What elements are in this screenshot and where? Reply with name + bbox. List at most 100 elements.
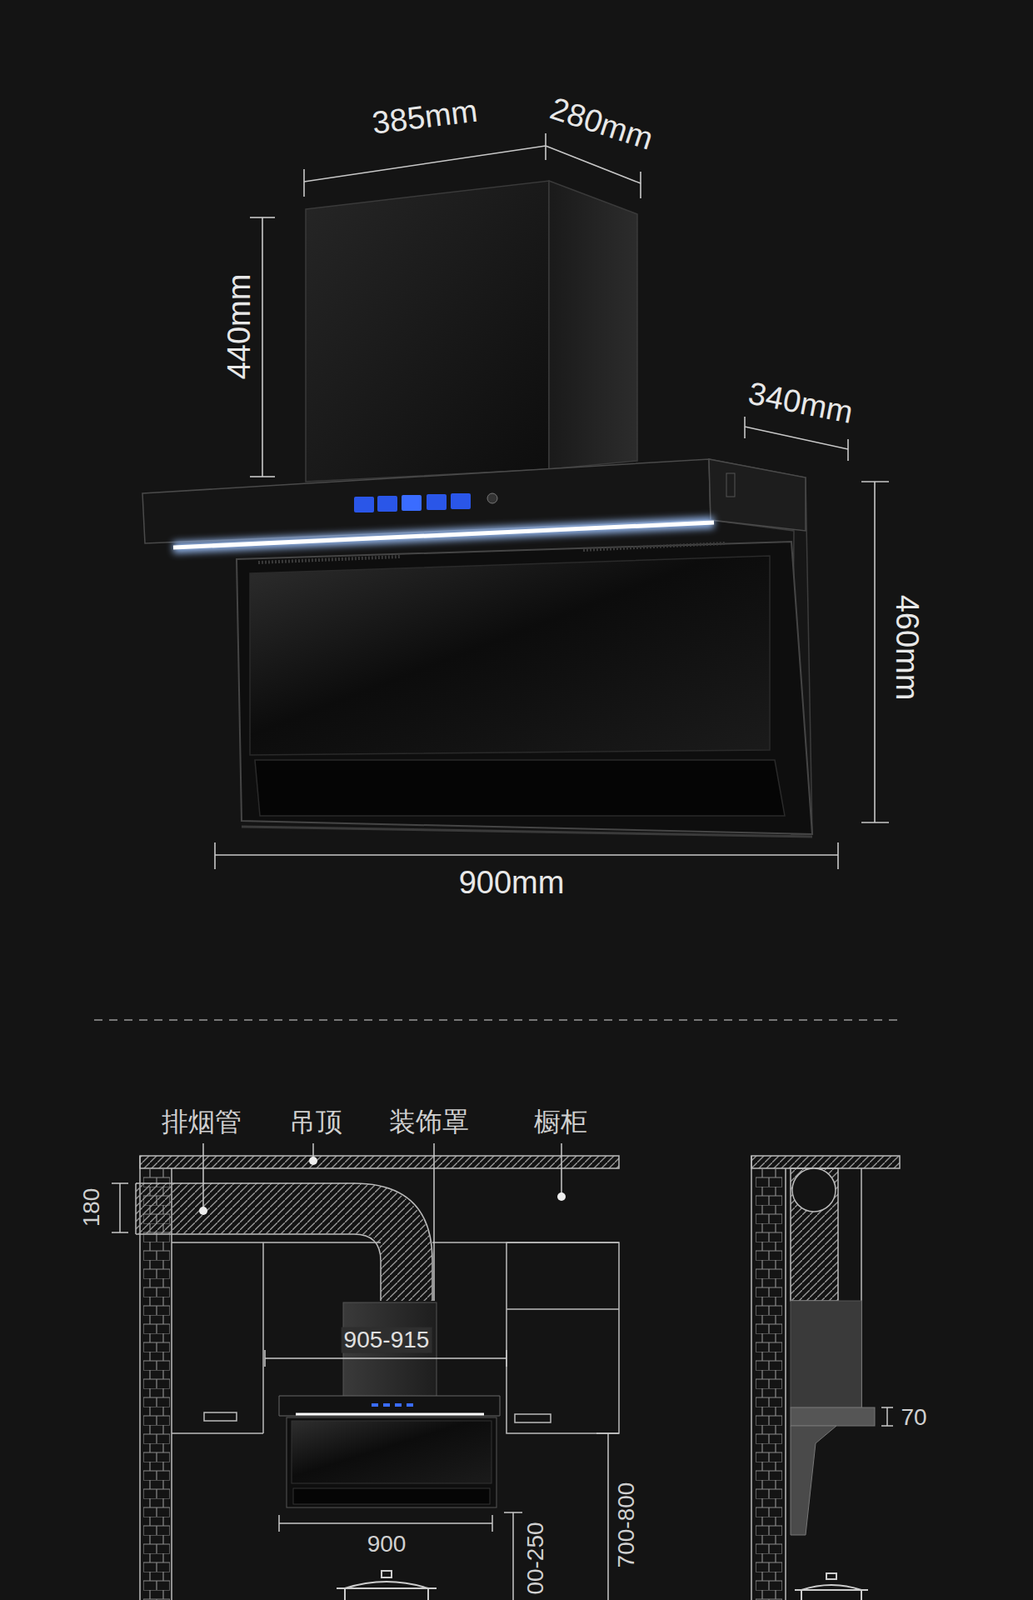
- control-bar-side: [708, 459, 806, 531]
- touch-button: [401, 494, 422, 511]
- dimension-line: [279, 1522, 493, 1524]
- leader-dot: [557, 1192, 566, 1201]
- dimension-line: [261, 217, 264, 477]
- dimension-tick: [111, 1231, 129, 1233]
- pot-body: [344, 1581, 429, 1600]
- part-label: 排烟管: [161, 1107, 242, 1137]
- chimney-front: [305, 180, 549, 482]
- part-label: 橱柜: [533, 1107, 588, 1137]
- leader-dot: [309, 1156, 318, 1165]
- hood-top-side: [790, 1407, 875, 1426]
- small-button: [394, 1402, 402, 1407]
- dimension-tick: [214, 842, 216, 869]
- dimension-tick: [861, 821, 889, 824]
- touch-button: [450, 493, 471, 510]
- hood-body: [236, 541, 813, 834]
- air-intake: [254, 759, 785, 816]
- small-button: [406, 1402, 414, 1407]
- dimension-tick: [491, 1514, 494, 1532]
- touch-buttons: [354, 493, 498, 513]
- dimension-70: [881, 1407, 894, 1426]
- small-button: [383, 1402, 390, 1407]
- cabinet-edge: [262, 1242, 265, 1433]
- hood-main: [142, 180, 813, 837]
- dimension-tick: [249, 475, 275, 478]
- cabinets: [171, 1242, 619, 1433]
- pot: [794, 1572, 869, 1600]
- dimension-line: [512, 1512, 515, 1600]
- dimension-tick: [639, 171, 642, 199]
- pot: [336, 1570, 437, 1600]
- dimension-tick: [249, 216, 275, 219]
- small-intake: [293, 1487, 490, 1504]
- touch-button: [426, 494, 447, 510]
- duct-side: [790, 1167, 839, 1301]
- dimension-tick: [881, 1406, 894, 1408]
- pot-knob: [826, 1572, 837, 1579]
- dimension-tick: [505, 1349, 508, 1367]
- small-control-bar: [279, 1395, 500, 1416]
- leader-line: [433, 1142, 435, 1301]
- dimension-label: 180: [79, 1187, 105, 1228]
- dimension-lines: [214, 133, 889, 869]
- touch-button: [354, 496, 375, 513]
- decor-cover-side: [790, 1300, 862, 1408]
- chimney-side: [548, 180, 638, 470]
- dimension-line: [886, 1407, 889, 1426]
- dimension-label: 700-800: [613, 1482, 640, 1568]
- separator: [94, 1018, 904, 1021]
- part-label: 装饰罩: [389, 1107, 470, 1137]
- cabinet-handle: [204, 1412, 237, 1421]
- cabinet-bottom: [171, 1432, 264, 1434]
- leader-line: [202, 1142, 205, 1211]
- installation-side: [751, 1155, 900, 1600]
- dimension-label: 385mm: [370, 94, 480, 142]
- dimension-tick: [504, 1511, 523, 1513]
- wall-edge: [750, 1155, 753, 1600]
- dimension-line: [873, 481, 876, 823]
- small-button: [371, 1402, 379, 1407]
- dimension-line: [214, 853, 839, 856]
- small-light-strip: [295, 1412, 485, 1416]
- light-glow: [173, 522, 714, 548]
- small-hood-body: [286, 1417, 497, 1508]
- dimension-tick: [264, 1349, 266, 1367]
- leader-lines: [203, 1142, 562, 1301]
- cabinet-top: [171, 1241, 381, 1243]
- leader-line: [560, 1142, 563, 1197]
- sensor-dot: [487, 493, 498, 504]
- dimension-label: 900mm: [459, 865, 565, 901]
- dimension-tick: [278, 1514, 280, 1532]
- leader-dot: [199, 1206, 208, 1215]
- dimension-tick: [111, 1182, 129, 1184]
- touch-button: [377, 495, 398, 512]
- dimension-tick: [881, 1424, 894, 1427]
- dimension-tick: [861, 480, 889, 483]
- ceiling: [751, 1155, 900, 1168]
- cabinet-shelf: [506, 1307, 619, 1310]
- dimension-tick: [743, 416, 746, 439]
- dimension-line: [264, 1357, 507, 1359]
- dimension-label: 905-915: [341, 1327, 433, 1353]
- part-label: 吊顶: [289, 1107, 343, 1137]
- small-light-glow: [295, 1411, 485, 1418]
- dimension-tick: [837, 842, 839, 869]
- wall-brick: [755, 1167, 783, 1600]
- dimension-label: 460mm: [888, 594, 924, 701]
- dimension-line: [545, 145, 641, 184]
- cabinet-handle: [514, 1413, 551, 1423]
- duct-opening: [792, 1167, 836, 1212]
- dimension-label: 440mm: [222, 274, 258, 380]
- hood-body-side: [790, 1425, 837, 1535]
- dimension-tick: [303, 169, 305, 197]
- duct-edge: [135, 1182, 433, 1301]
- dimension-label: 900: [367, 1531, 407, 1557]
- dimension-line: [119, 1182, 121, 1233]
- wall-edge: [784, 1167, 787, 1600]
- light-strip: [173, 522, 714, 548]
- bottom-lip: [241, 826, 813, 837]
- vent-slots: [258, 556, 400, 563]
- dimension-label: 00-250: [523, 1521, 549, 1594]
